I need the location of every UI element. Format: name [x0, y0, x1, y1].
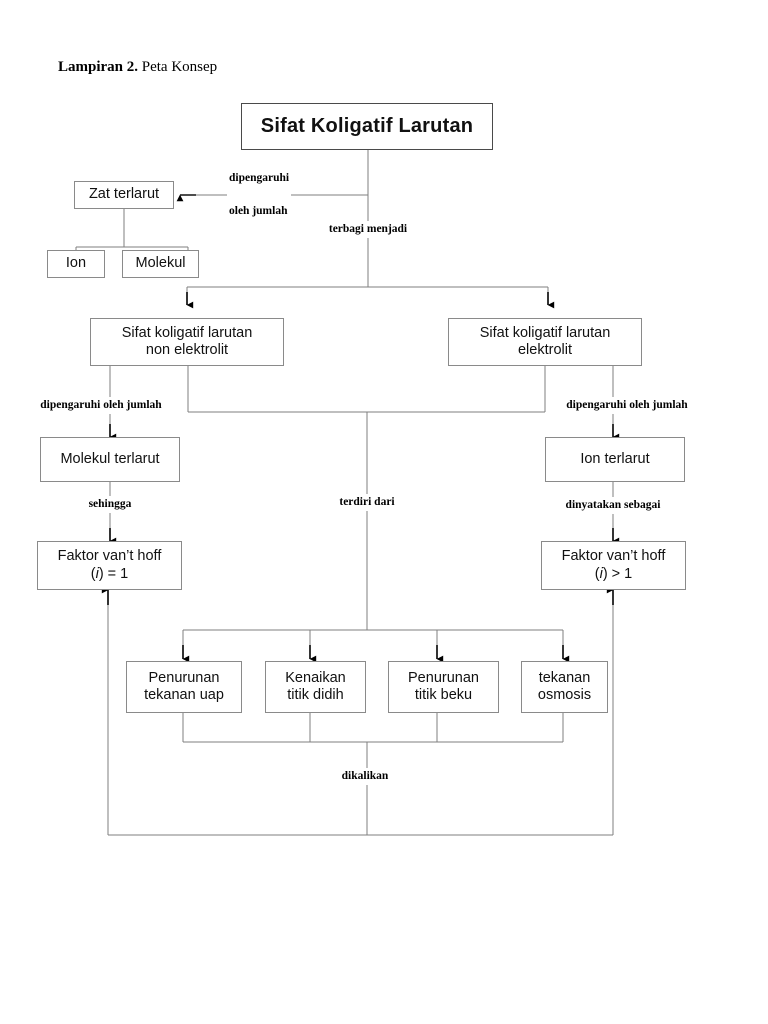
- node-molekul-label: Molekul: [135, 255, 186, 272]
- page-title-rest: Peta Konsep: [138, 59, 218, 75]
- faktor-kanan-symbol-i: i: [599, 565, 603, 582]
- node-sifat-koligatif-elektrolit-label: Sifat koligatif larutan elektrolit: [479, 324, 611, 358]
- node-root-label: Sifat Koligatif Larutan: [260, 114, 474, 137]
- node-kenaikan-titik-didih[interactable]: Kenaikan titik didih: [265, 661, 366, 713]
- node-molekul-terlarut-label: Molekul terlarut: [60, 450, 160, 467]
- node-faktor-vant-hoff-non-elektrolit[interactable]: Faktor van’t hoff (i) = 1: [37, 541, 182, 590]
- node-penurunan-tekanan-uap-label: Penurunan tekanan uap: [144, 669, 224, 703]
- edge-label-sehingga: sehingga: [86, 496, 134, 513]
- node-penurunan-titik-beku-label: Penurunan titik beku: [408, 669, 479, 703]
- edge-label-terbagi-menjadi: terbagi menjadi: [326, 221, 410, 238]
- edge-label-terdiri-dari: terdiri dari: [337, 494, 397, 511]
- node-zat-terlarut-label: Zat terlarut: [88, 186, 160, 203]
- node-sifat-koligatif-non-elektrolit-label: Sifat koligatif larutan non elektrolit: [121, 324, 253, 358]
- node-ion-label: Ion: [65, 255, 87, 272]
- node-ion[interactable]: Ion: [47, 250, 105, 278]
- node-molekul-terlarut[interactable]: Molekul terlarut: [40, 437, 180, 482]
- node-sifat-koligatif-elektrolit[interactable]: Sifat koligatif larutan elektrolit: [448, 318, 642, 366]
- node-faktor-vant-hoff-non-elektrolit-line1: Faktor van’t hoff: [57, 548, 162, 565]
- node-faktor-vant-hoff-elektrolit-line2: (i) > 1: [595, 566, 633, 583]
- page-title-lead: Lampiran 2.: [58, 59, 139, 75]
- node-ion-terlarut[interactable]: Ion terlarut: [545, 437, 685, 482]
- node-molekul[interactable]: Molekul: [122, 250, 199, 278]
- node-root[interactable]: Sifat Koligatif Larutan: [241, 103, 493, 150]
- node-zat-terlarut[interactable]: Zat terlarut: [74, 181, 174, 209]
- node-faktor-vant-hoff-elektrolit-line1: Faktor van’t hoff: [561, 548, 666, 565]
- node-ion-terlarut-label: Ion terlarut: [580, 450, 650, 467]
- edge-label-dipengaruhi-oleh-jumlah-kiri: dipengaruhi oleh jumlah: [38, 397, 164, 414]
- page-title: Lampiran 2. Peta Konsep: [58, 58, 217, 76]
- faktor-kanan-paren-open: (: [594, 565, 600, 582]
- faktor-kiri-symbol-i: i: [95, 565, 99, 582]
- node-faktor-vant-hoff-non-elektrolit-line2: (i) = 1: [91, 566, 129, 583]
- node-tekanan-osmosis[interactable]: tekanan osmosis: [521, 661, 608, 713]
- edge-label-dipengaruhi-oleh-jumlah-top: dipengaruhi oleh jumlah: [227, 170, 292, 221]
- node-kenaikan-titik-didih-label: Kenaikan titik didih: [285, 669, 346, 703]
- edge-label-dinyatakan-sebagai: dinyatakan sebagai: [563, 497, 663, 514]
- node-sifat-koligatif-non-elektrolit[interactable]: Sifat koligatif larutan non elektrolit: [90, 318, 284, 366]
- edge-label-dipengaruhi-oleh-jumlah-kanan: dipengaruhi oleh jumlah: [564, 397, 690, 414]
- node-penurunan-tekanan-uap[interactable]: Penurunan tekanan uap: [126, 661, 242, 713]
- node-penurunan-titik-beku[interactable]: Penurunan titik beku: [388, 661, 499, 713]
- edge-label-dikalikan: dikalikan: [339, 768, 391, 785]
- faktor-kanan-value: ) > 1: [602, 565, 633, 582]
- faktor-kiri-paren-open: (: [90, 565, 96, 582]
- node-faktor-vant-hoff-elektrolit[interactable]: Faktor van’t hoff (i) > 1: [541, 541, 686, 590]
- node-tekanan-osmosis-label: tekanan osmosis: [537, 669, 592, 703]
- faktor-kiri-value: ) = 1: [98, 565, 129, 582]
